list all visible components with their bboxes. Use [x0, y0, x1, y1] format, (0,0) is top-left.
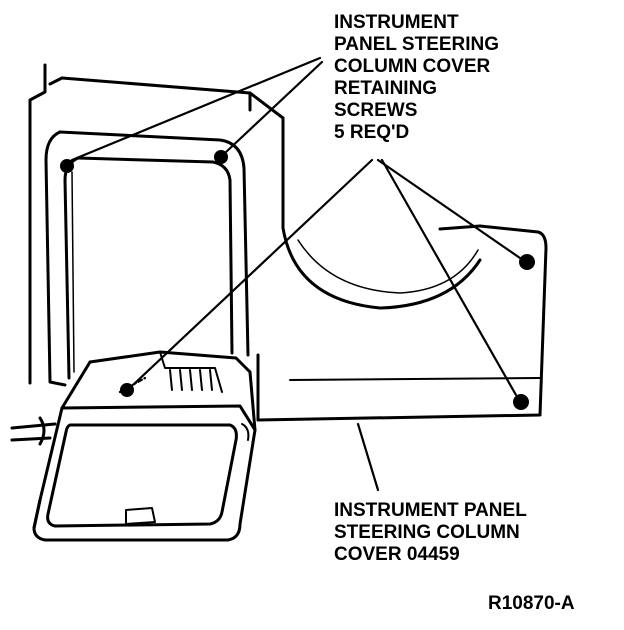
callout-retaining-screws: INSTRUMENT PANEL STEERING COLUMN COVER R…: [334, 12, 499, 144]
callout-line: PANEL STEERING: [334, 34, 500, 55]
callout-line: RETAINING: [334, 78, 438, 99]
callout-line: INSTRUMENT: [334, 12, 459, 33]
cover-panel-body: [256, 224, 548, 422]
callout-line: COLUMN COVER: [334, 56, 491, 77]
leader-screw-upper-right: [224, 60, 324, 154]
callout-line: INSTRUMENT PANEL: [334, 500, 527, 521]
screw-right-lower: [513, 394, 529, 410]
screw-right-upper: [519, 254, 535, 270]
leader-lines: [70, 56, 522, 492]
callout-line: STEERING COLUMN: [334, 522, 520, 543]
column-opening-frame: [44, 130, 250, 387]
screw-upper-left: [60, 159, 74, 173]
leader-screw-upper-left: [70, 56, 322, 162]
callout-column-cover: INSTRUMENT PANEL STEERING COLUMN COVER 0…: [334, 500, 527, 566]
callout-line: SCREWS: [334, 100, 418, 121]
lower-tray: [32, 350, 257, 542]
leader-screw-lower-left: [132, 158, 374, 386]
leader-screw-right-upper: [376, 158, 522, 260]
leader-cover: [356, 422, 380, 492]
figure-id: R10870-A: [488, 593, 575, 614]
callout-line: COVER 04459: [334, 544, 460, 565]
retaining-screws: [60, 150, 535, 410]
steering-column-stub: [10, 416, 57, 446]
callout-line: 5 REQ'D: [334, 122, 410, 143]
screw-upper-right: [214, 150, 228, 164]
leader-screw-right-lower: [380, 158, 518, 397]
